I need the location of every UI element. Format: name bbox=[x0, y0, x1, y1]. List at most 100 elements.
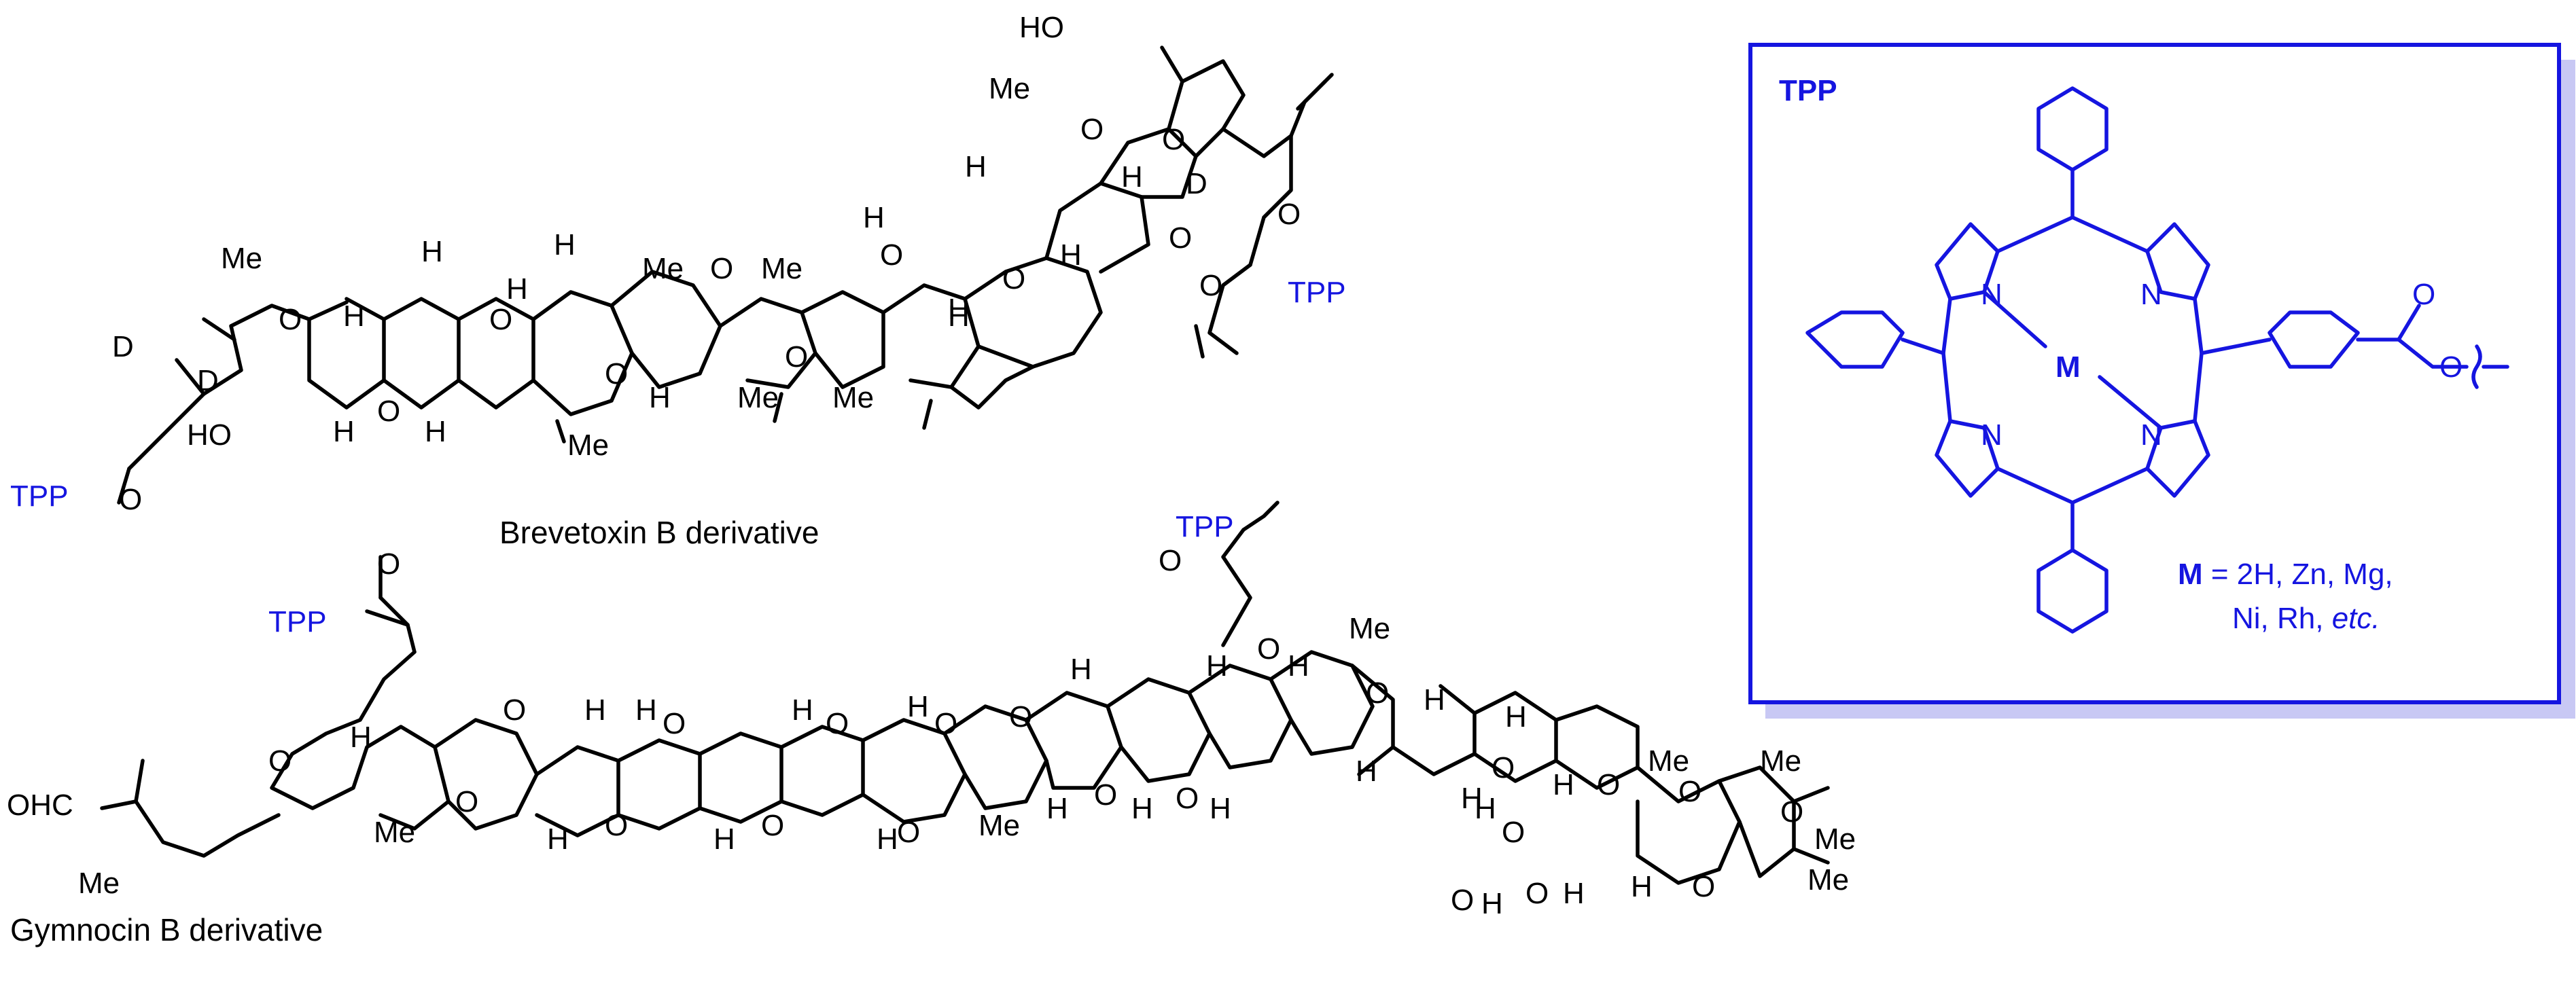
label-o: O bbox=[1780, 795, 1803, 829]
label-o: O bbox=[761, 809, 784, 842]
label-o: O bbox=[710, 252, 733, 285]
label-o: O bbox=[897, 816, 920, 849]
label-o: O bbox=[1162, 123, 1185, 156]
label-o: O bbox=[1492, 751, 1515, 784]
label-h: H bbox=[1424, 683, 1445, 717]
label-o: O bbox=[1692, 870, 1715, 903]
label-o: O bbox=[1199, 269, 1222, 302]
tpp-box: TPP bbox=[1748, 43, 2575, 719]
label-h: H bbox=[863, 201, 885, 234]
tpp-box-frame bbox=[1748, 43, 2561, 704]
tpp-title: TPP bbox=[1779, 74, 1837, 107]
metal-list-prefix: Ni, Rh, bbox=[2232, 602, 2332, 635]
metal-label: M bbox=[2055, 350, 2081, 384]
label-h: H bbox=[1505, 700, 1527, 734]
label-o: O bbox=[279, 303, 302, 336]
label-h: H bbox=[1563, 877, 1585, 910]
label-h: H bbox=[792, 693, 813, 727]
label-h: H bbox=[554, 228, 576, 261]
n-label: N bbox=[1981, 278, 2002, 311]
label-h: H bbox=[1356, 755, 1377, 788]
gymnocin-b-structure bbox=[100, 501, 1830, 885]
label-tpp: TPP bbox=[268, 605, 327, 638]
label-h: H bbox=[948, 300, 970, 333]
label-me: Me bbox=[832, 381, 874, 414]
label-o: O bbox=[880, 238, 903, 272]
brevetoxin-labels: HO Me O O H H D H O H O H O O Me H O H O… bbox=[10, 11, 1346, 516]
label-d: D bbox=[1186, 167, 1207, 200]
label-o: O bbox=[1169, 221, 1192, 255]
metal-symbol: M bbox=[2178, 558, 2203, 591]
label-d: D bbox=[197, 364, 219, 397]
label-h: H bbox=[713, 822, 735, 856]
n-label: N bbox=[2140, 418, 2162, 452]
label-me: Me bbox=[374, 816, 415, 849]
label-h: H bbox=[333, 415, 355, 448]
gymnocin-caption: Gymnocin B derivative bbox=[10, 912, 323, 947]
label-tpp: TPP bbox=[1288, 276, 1346, 309]
label-o: O bbox=[1080, 113, 1104, 146]
n-label: N bbox=[1981, 418, 2002, 452]
label-me: Me bbox=[1648, 744, 1689, 778]
label-o: O bbox=[1277, 198, 1301, 231]
label-o: O bbox=[1451, 884, 1474, 917]
label-o: O bbox=[1366, 676, 1389, 710]
n-label: N bbox=[2140, 278, 2162, 311]
label-me: Me bbox=[1760, 744, 1801, 778]
label-h: H bbox=[948, 293, 970, 326]
label-h: H bbox=[1131, 792, 1153, 825]
label-h: H bbox=[1121, 160, 1143, 194]
label-h: H bbox=[1288, 649, 1309, 683]
gymnocin-labels: TPP TPP O O OHC Me O Me H O O H H O H O … bbox=[7, 510, 1856, 920]
label-o: O bbox=[119, 483, 142, 516]
label-me: Me bbox=[1807, 863, 1849, 897]
metal-list-rest: = 2H, Zn, Mg, bbox=[2203, 558, 2393, 591]
label-o: O bbox=[605, 357, 628, 391]
label-o: O bbox=[1002, 262, 1025, 295]
label-h: H bbox=[350, 721, 372, 754]
label-o: O bbox=[785, 340, 808, 374]
label-h: H bbox=[965, 150, 987, 183]
label-h: H bbox=[1060, 238, 1082, 272]
label-h: H bbox=[343, 300, 365, 333]
label-o: O bbox=[377, 547, 400, 581]
label-h: H bbox=[877, 822, 898, 856]
label-h: H bbox=[649, 381, 671, 414]
brevetoxin-caption: Brevetoxin B derivative bbox=[499, 515, 819, 550]
label-me: Me bbox=[737, 381, 779, 414]
label-o: O bbox=[1678, 775, 1701, 808]
label-h: H bbox=[1210, 792, 1231, 825]
o-label: O bbox=[2412, 278, 2435, 311]
label-ho-top: HO bbox=[1019, 11, 1064, 44]
label-o: O bbox=[1094, 778, 1117, 812]
metal-list-line2: Ni, Rh, etc. bbox=[2232, 602, 2380, 635]
label-h: H bbox=[1070, 653, 1092, 686]
label-o: O bbox=[1176, 782, 1199, 815]
label-o: O bbox=[1257, 632, 1280, 666]
metal-list-line1: M = 2H, Zn, Mg, bbox=[2178, 558, 2393, 591]
label-h: H bbox=[1553, 768, 1574, 801]
label-h: H bbox=[907, 690, 929, 723]
label-d: D bbox=[112, 330, 134, 363]
label-o: O bbox=[663, 707, 686, 740]
label-me: Me bbox=[1349, 612, 1390, 645]
metal-list-etc: etc. bbox=[2332, 602, 2380, 635]
label-o: O bbox=[455, 785, 478, 818]
label-me: Me bbox=[1814, 822, 1856, 856]
label-h: H bbox=[1475, 792, 1496, 825]
label-me: Me bbox=[761, 252, 802, 285]
label-tpp: TPP bbox=[1176, 510, 1234, 543]
label-h: H bbox=[1631, 870, 1653, 903]
label-h: H bbox=[506, 272, 528, 306]
label-me: Me bbox=[221, 242, 262, 275]
label-o: O bbox=[826, 707, 849, 740]
label-tpp: TPP bbox=[10, 480, 69, 513]
o-label: O bbox=[2439, 350, 2463, 384]
label-me: Me bbox=[978, 809, 1020, 842]
brevetoxin-b-structure bbox=[117, 46, 1334, 505]
label-h: H bbox=[584, 693, 606, 727]
label-o: O bbox=[934, 707, 957, 740]
label-o: O bbox=[1159, 544, 1182, 577]
label-ohc: OHC bbox=[7, 789, 73, 822]
label-o: O bbox=[1525, 877, 1549, 910]
